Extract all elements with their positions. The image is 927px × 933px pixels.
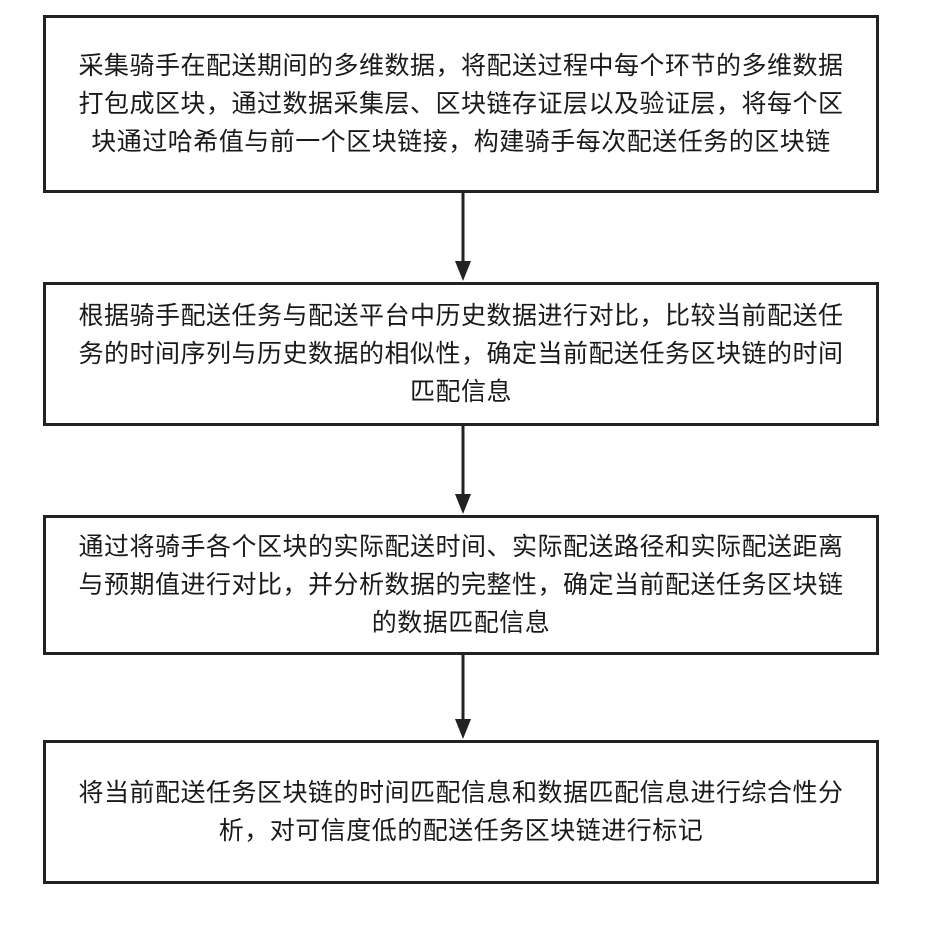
arrow-step-2-to-3	[448, 426, 478, 515]
step-1-text: 采集骑手在配送期间的多维数据，将配送过程中每个环节的多维数据打包成区块，通过数据…	[68, 47, 854, 161]
step-4-box: 将当前配送任务区块链的时间匹配信息和数据匹配信息进行综合性分析，对可信度低的配送…	[43, 740, 879, 884]
step-1-box: 采集骑手在配送期间的多维数据，将配送过程中每个环节的多维数据打包成区块，通过数据…	[43, 15, 879, 193]
step-2-text: 根据骑手配送任务与配送平台中历史数据进行对比，比较当前配送任务的时间序列与历史数…	[68, 297, 854, 411]
step-4-text: 将当前配送任务区块链的时间匹配信息和数据匹配信息进行综合性分析，对可信度低的配送…	[68, 774, 854, 850]
step-2-box: 根据骑手配送任务与配送平台中历史数据进行对比，比较当前配送任务的时间序列与历史数…	[43, 282, 879, 426]
arrow-step-3-to-4	[448, 655, 478, 740]
step-3-text: 通过将骑手各个区块的实际配送时间、实际配送路径和实际配送距离与预期值进行对比，并…	[68, 528, 854, 642]
step-3-box: 通过将骑手各个区块的实际配送时间、实际配送路径和实际配送距离与预期值进行对比，并…	[43, 515, 879, 655]
arrow-step-1-to-2	[448, 193, 478, 282]
